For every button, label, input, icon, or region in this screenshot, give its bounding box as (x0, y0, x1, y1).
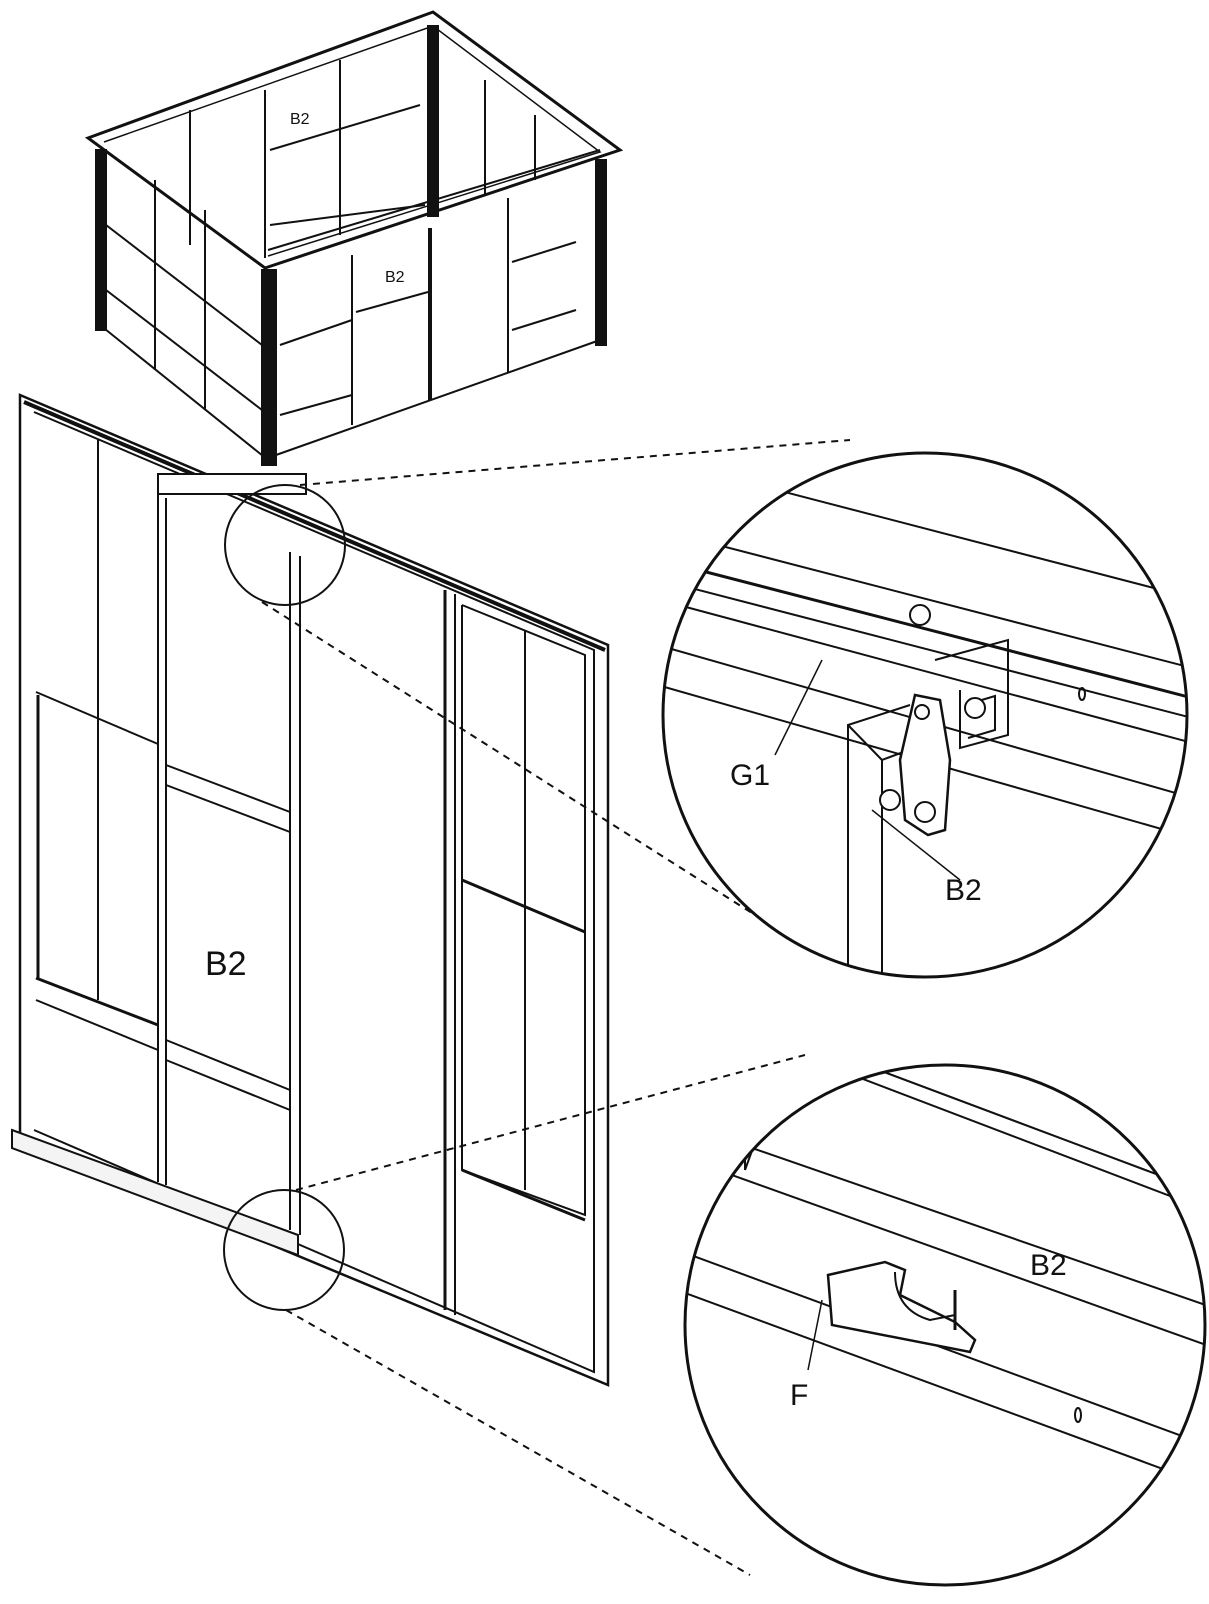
detail-bottom-rail-6 (819, 1065, 1205, 1199)
detail-bottom: B2 F (683, 1063, 1207, 1587)
panel-door-hanger (157, 473, 307, 495)
detail-bottom-f-leader (807, 1299, 823, 1371)
gazebo-right-window-rail (511, 241, 577, 263)
callout-circle-top (224, 484, 346, 606)
gazebo-front-window-rail (279, 319, 353, 346)
detail-top-door-frame (847, 704, 911, 977)
leader-top-1 (299, 439, 851, 486)
gazebo-front-low-rail (279, 394, 353, 416)
panel-inner-frame (33, 411, 595, 1374)
detail-top-b2-label: B2 (945, 874, 982, 907)
detail-bottom-guide-hook (894, 1271, 956, 1322)
detail-bottom-circle (683, 1063, 1207, 1587)
gazebo-overview (84, 10, 624, 466)
detail-bottom-f-label: F (790, 1379, 808, 1412)
gazebo-front-base (275, 339, 601, 456)
detail-top-bolt-1 (909, 604, 931, 626)
gazebo-left-rail-2 (105, 289, 263, 411)
detail-top-bolt-2 (879, 789, 901, 811)
gazebo-left-base (99, 324, 269, 461)
panel-top-track (23, 400, 606, 652)
gazebo-post-right (595, 159, 607, 346)
panel-left-window-bottom (35, 976, 159, 1027)
gazebo-post-left (95, 149, 107, 331)
gazebo-left-rail (105, 224, 263, 346)
detail-top-track-7 (699, 469, 1187, 601)
gazebo-back-label: B2 (290, 111, 310, 128)
leader-top-2 (261, 601, 756, 916)
wall-panel (11, 393, 610, 1387)
gazebo-roof-inner (103, 25, 602, 257)
detail-top-roller (964, 697, 986, 719)
panel-door-low-rail-2 (165, 1059, 291, 1111)
detail-bottom-b2-label: B2 (1030, 1249, 1067, 1282)
leader-lines (261, 439, 851, 1576)
leader-bottom-1 (295, 1054, 806, 1191)
panel-door-mid-rail (165, 764, 291, 813)
callout-circle-bottom (223, 1189, 345, 1311)
panel-bottom-track (11, 1128, 299, 1257)
leader-bottom-2 (285, 1309, 751, 1576)
detail-top-track-3 (663, 579, 1187, 721)
gazebo-post-back (427, 25, 439, 217)
gazebo-right-low-rail (511, 309, 577, 331)
detail-top-hanger-plate (898, 693, 952, 837)
detail-top-track-2 (663, 558, 1187, 702)
panel-right-low-rail (461, 1168, 586, 1222)
detail-top-bolt-3 (914, 801, 936, 823)
panel-left-low-rail (35, 999, 159, 1051)
gazebo-back-rail-low (269, 204, 426, 226)
detail-top-door-bevel (847, 724, 883, 761)
detail-top-b2-leader (871, 809, 961, 881)
panel-outer-frame (18, 393, 610, 1387)
detail-bottom-rail-1 (699, 1129, 1205, 1311)
detail-bottom-guide-body (826, 1260, 977, 1354)
detail-bottom-rail-5 (799, 1065, 1205, 1216)
gazebo-front-label: B2 (385, 269, 405, 286)
gazebo-front-door-rail (355, 291, 429, 313)
gazebo-back-rail-mid (269, 104, 421, 151)
detail-top-g1-leader (774, 659, 823, 756)
panel-main-label: B2 (205, 945, 247, 983)
panel-right-window-rail (461, 878, 586, 934)
panel-door-mid-rail-2 (165, 784, 291, 833)
detail-bottom-hole (1074, 1407, 1082, 1423)
detail-bottom-rail-2 (689, 1159, 1205, 1351)
detail-top-roller-housing (934, 638, 1009, 750)
detail-top-track-4 (663, 599, 1187, 746)
panel-left-window-top (35, 691, 159, 745)
panel-right-window-frame (461, 604, 586, 1217)
detail-top-track-hole-1 (1078, 687, 1086, 701)
gazebo-back-rail (267, 149, 601, 251)
detail-top-plate-hole (914, 704, 930, 720)
gazebo-post-front (261, 269, 277, 466)
detail-top: G1 B2 (661, 451, 1189, 979)
detail-bottom-rail-4 (685, 1279, 1205, 1491)
detail-top-circle (661, 451, 1189, 979)
detail-top-track-1 (663, 529, 1187, 671)
panel-door-low-rail (165, 1039, 291, 1091)
detail-top-g1-label: G1 (730, 759, 770, 792)
